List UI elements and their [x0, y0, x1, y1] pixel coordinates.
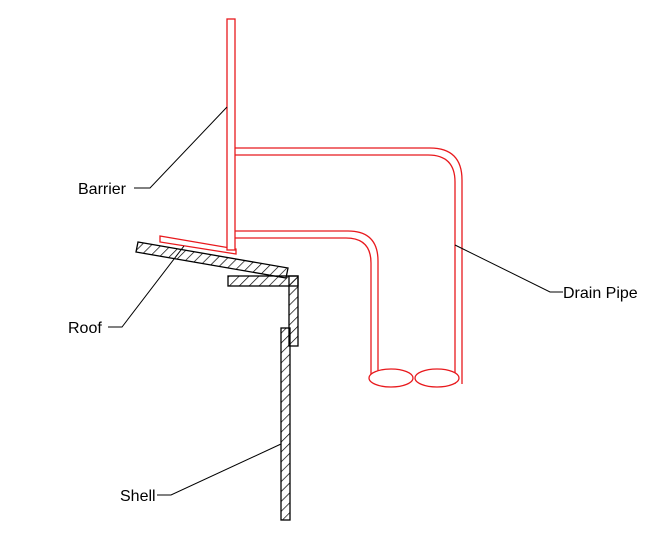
drain-pipe-opening-left — [368, 368, 414, 388]
shell-wall — [280, 327, 291, 521]
roof-slab — [135, 241, 289, 279]
label-barrier: Barrier — [78, 181, 127, 198]
barrier-plate — [226, 18, 236, 251]
shell-top-flange — [227, 275, 299, 287]
roof-section — [135, 241, 289, 279]
leader-drain-pipe — [454, 244, 563, 293]
barrier-flap — [159, 235, 237, 255]
shell-section — [227, 275, 299, 521]
drain-pipe-opening-right — [414, 368, 460, 388]
leader-shell — [157, 443, 282, 496]
leader-roof — [108, 245, 185, 328]
shell-return — [288, 275, 299, 347]
label-shell: Shell — [120, 488, 156, 505]
label-roof: Roof — [68, 320, 102, 337]
drain-pipe-inner-inner-wall — [235, 237, 372, 375]
leader-barrier — [134, 106, 228, 189]
drain-pipe-outer-inner-wall — [235, 154, 456, 384]
drain-pipe-outer — [235, 147, 463, 384]
drain-pipe-inner — [235, 230, 379, 373]
drain-assembly — [159, 18, 463, 388]
label-drain-pipe: Drain Pipe — [563, 285, 638, 302]
leader-lines — [108, 106, 563, 496]
